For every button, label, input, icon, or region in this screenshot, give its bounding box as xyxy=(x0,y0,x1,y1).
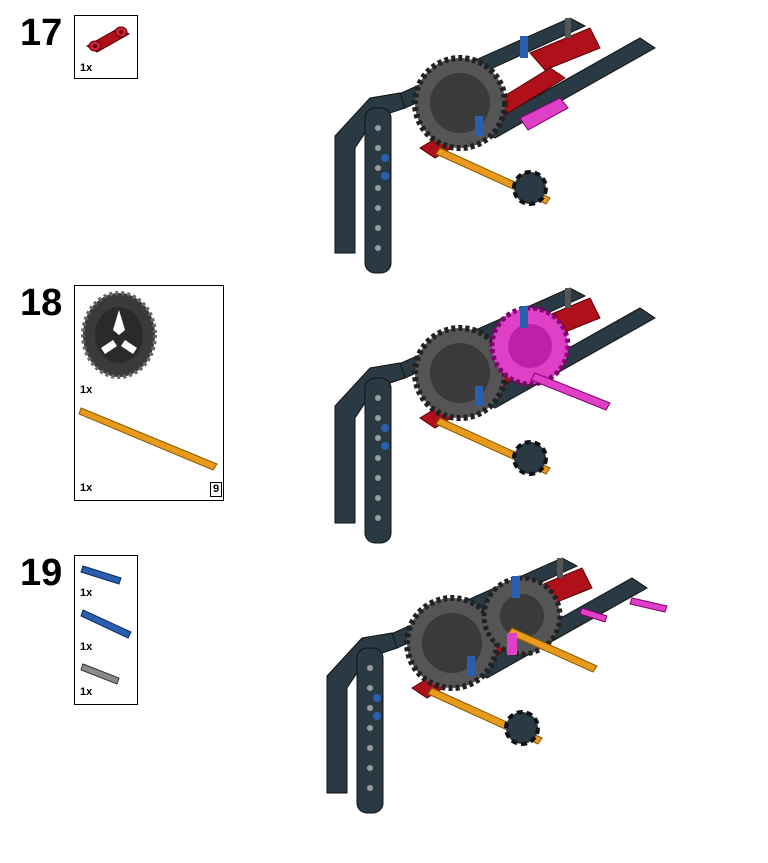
tan-axle-icon xyxy=(78,407,218,471)
part-qty: 1x xyxy=(80,384,93,396)
model-step-19 xyxy=(326,557,668,814)
parts-list-step-17: 1x xyxy=(74,15,138,79)
step-number-19: 19 xyxy=(20,552,63,594)
axle-length-badge: 9 xyxy=(210,482,223,497)
part-qty: 1x xyxy=(80,62,93,74)
parts-list-step-18: 1x 1x 9 xyxy=(74,285,224,501)
red-connector-icon xyxy=(86,26,130,53)
model-step-18 xyxy=(334,287,656,544)
gear-icon xyxy=(81,291,157,379)
step-number-18: 18 xyxy=(20,282,63,324)
blue-pin-short-icon xyxy=(80,565,122,585)
part-qty: 1x xyxy=(80,482,93,494)
parts-list-step-19: 1x 1x 1x xyxy=(74,555,138,705)
grey-pin-icon xyxy=(80,663,120,685)
part-qty: 1x xyxy=(80,641,93,653)
part-qty: 1x xyxy=(80,587,93,599)
blue-pin-long-icon xyxy=(80,609,132,639)
step-number-17: 17 xyxy=(20,12,63,54)
part-qty: 1x xyxy=(80,686,93,698)
model-step-17 xyxy=(334,17,656,274)
